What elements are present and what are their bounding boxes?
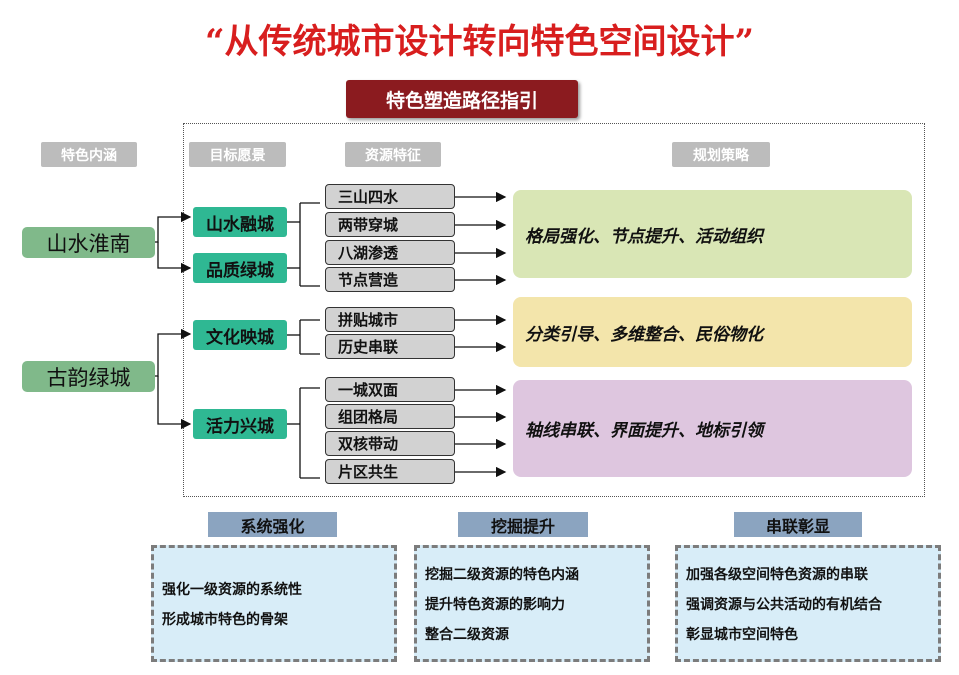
bottom-box-system: 强化一级资源的系统性 形成城市特色的骨架 (151, 545, 397, 662)
header-banner: 特色塑造路径指引 (346, 80, 578, 118)
column-header-connotation: 特色内涵 (41, 142, 137, 167)
column-header-resource: 资源特征 (345, 142, 441, 167)
resource-box: 片区共生 (325, 459, 455, 484)
resource-box: 一城双面 (325, 377, 455, 402)
resource-box: 两带穿城 (325, 212, 455, 237)
resource-box: 八湖渗透 (325, 240, 455, 265)
resource-box: 组团格局 (325, 404, 455, 429)
goal-box: 品质绿城 (193, 253, 287, 283)
bottom-text: 挖掘二级资源的特色内涵 (425, 566, 579, 583)
bottom-text: 提升特色资源的影响力 (425, 596, 565, 613)
page-title: “从传统城市设计转向特色空间设计” (204, 21, 755, 62)
column-header-goal: 目标愿景 (189, 142, 286, 167)
bottom-label: 挖掘提升 (458, 512, 588, 537)
strategy-box-yellow: 分类引导、多维整合、民俗物化 (513, 297, 912, 367)
bottom-text: 强化一级资源的系统性 (162, 581, 302, 598)
strategy-box-purple: 轴线串联、界面提升、地标引领 (513, 380, 912, 477)
resource-box: 节点营造 (325, 267, 455, 292)
bottom-box-dig: 挖掘二级资源的特色内涵 提升特色资源的影响力 整合二级资源 (414, 545, 650, 662)
bottom-text: 强调资源与公共活动的有机结合 (686, 596, 882, 613)
bottom-box-link: 加强各级空间特色资源的串联 强调资源与公共活动的有机结合 彰显城市空间特色 (675, 545, 941, 662)
goal-box: 文化映城 (193, 320, 287, 350)
column-header-strategy: 规划策略 (672, 142, 770, 167)
goal-box: 活力兴城 (193, 409, 287, 439)
bottom-text: 形成城市特色的骨架 (162, 611, 288, 628)
diagram-frame (183, 123, 925, 497)
bottom-text: 彰显城市空间特色 (686, 626, 798, 643)
goal-box: 山水融城 (193, 207, 287, 237)
resource-box: 拼贴城市 (325, 307, 455, 332)
strategy-box-green: 格局强化、节点提升、活动组织 (513, 190, 912, 278)
connotation-guyun: 古韵绿城 (22, 361, 155, 392)
resource-box: 历史串联 (325, 334, 455, 359)
resource-box: 双核带动 (325, 431, 455, 456)
connotation-shanshui: 山水淮南 (22, 227, 155, 258)
bottom-text: 整合二级资源 (425, 626, 509, 643)
bottom-label: 系统强化 (208, 512, 337, 537)
bottom-text: 加强各级空间特色资源的串联 (686, 566, 868, 583)
bottom-label: 串联彰显 (734, 512, 862, 537)
resource-box: 三山四水 (325, 184, 455, 209)
